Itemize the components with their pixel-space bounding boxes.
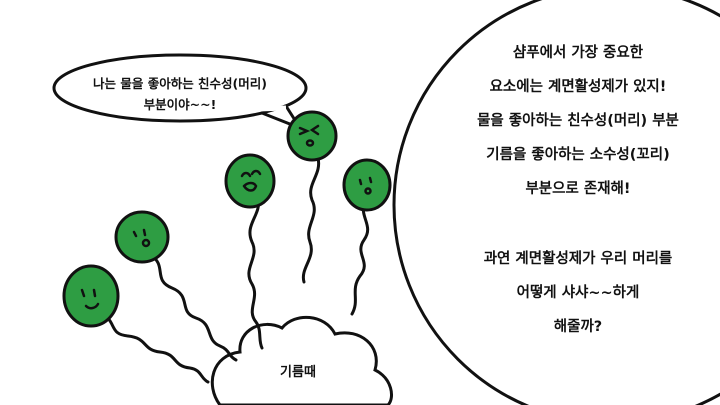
speech-line: 부분이야~~! (143, 97, 217, 112)
speech-bubble (52, 53, 308, 130)
speech-line: 나는 물을 좋아하는 친수성(머리) (93, 76, 267, 91)
explanation-line: 기름을 좋아하는 소수성(꼬리) (486, 147, 670, 163)
head-face (132, 228, 151, 248)
surfactant-head (286, 110, 338, 162)
explanation-line: 해줄까? (553, 319, 603, 335)
explanation-gap (428, 206, 720, 242)
explanation-text: 샴푸에서 가장 중요한 요소에는 계면활성제가 있지! 물을 좋아하는 친수성(… (428, 36, 720, 344)
surfactant-head (62, 264, 120, 328)
surfactant-head (342, 158, 392, 212)
surfactant-tail (148, 253, 238, 362)
explanation-line: 요소에는 계면활성제가 있지! (489, 79, 667, 95)
explanation-line: 어떻게 샤샤~~하게 (516, 285, 640, 301)
surfactant-tail (301, 156, 321, 284)
surfactant-tail (350, 201, 370, 316)
oil-cloud (210, 315, 393, 405)
surfactant-head (114, 210, 170, 264)
explanation-line: 샴푸에서 가장 중요한 (512, 45, 644, 61)
head-face (298, 124, 320, 147)
head-face (358, 176, 373, 195)
explanation-circle (392, 0, 720, 405)
surfactant-head (224, 153, 276, 209)
surfactant-tail (247, 196, 264, 350)
surfactant-tail (98, 310, 210, 384)
explanation-line: 물을 좋아하는 친수성(머리) 부분 (477, 113, 679, 129)
speech-bubble-text: 나는 물을 좋아하는 친수성(머리) 부분이야~~! (55, 73, 305, 115)
head-face (80, 288, 100, 310)
oil-cloud-label: 기름때 (280, 365, 316, 380)
head-face (240, 169, 262, 192)
explanation-line: 부분으로 존재해! (525, 181, 631, 197)
explanation-line: 과연 계면활성제가 우리 머리를 (483, 251, 673, 267)
